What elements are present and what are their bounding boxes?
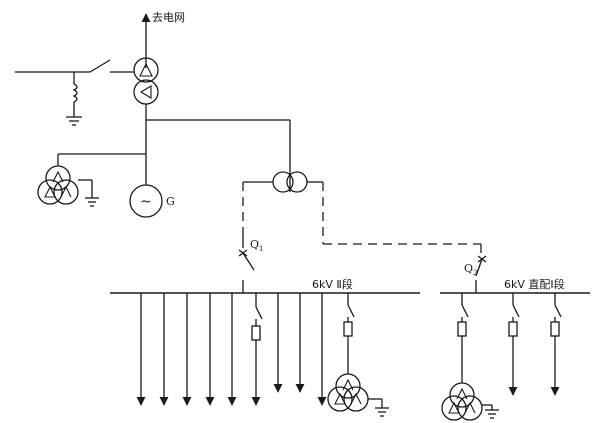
transformer-winding-upper <box>133 57 159 83</box>
breaker-q2: Q2 <box>464 255 487 293</box>
bus-right-label: 6kV 直配Ⅰ段 <box>504 277 565 291</box>
q2-label: Q2 <box>464 262 478 277</box>
generator-label: G <box>166 195 175 208</box>
breaker-blade <box>242 252 255 271</box>
split-reactor <box>243 171 323 193</box>
aux-winding-top <box>449 382 475 408</box>
left-feeder <box>15 59 134 126</box>
breaker-q1: Q1 <box>238 232 264 293</box>
aux-winding-right <box>343 386 369 412</box>
fuse-icon <box>457 321 467 337</box>
delta-symbol <box>334 392 346 405</box>
aux-winding-left <box>327 386 353 412</box>
fused-feeder-left <box>251 293 263 406</box>
aux-winding-top <box>335 373 361 399</box>
generator-circle <box>129 184 163 218</box>
delta-symbol <box>139 85 152 99</box>
transformer-winding-lower <box>133 79 159 105</box>
fuse-icon <box>550 321 560 337</box>
right-bus-feeders <box>441 293 562 421</box>
main-transformer <box>133 57 159 154</box>
aux-transformer-feeder <box>327 293 389 417</box>
disconnector-blade <box>554 304 562 318</box>
aux-winding-right <box>457 395 483 421</box>
disconnector-blade <box>461 304 469 318</box>
aux-winding-right <box>53 179 79 205</box>
grid-connection: 去电网 <box>141 11 185 68</box>
left-bus-feeders <box>136 293 327 406</box>
disconnector-blade <box>347 304 355 318</box>
tap-connection <box>146 119 291 172</box>
cable-runs <box>242 182 482 258</box>
q1-label: Q1 <box>250 238 264 253</box>
generator-symbol: ~ <box>140 194 152 210</box>
delta-symbol <box>44 185 56 198</box>
disconnector-blade <box>89 59 111 73</box>
aux-winding-top <box>45 165 71 191</box>
fuse-icon <box>343 321 353 337</box>
delta-symbol <box>448 401 460 414</box>
aux-winding-left <box>441 395 467 421</box>
breaker-blade <box>475 258 483 277</box>
generator-branch: ~ G <box>58 153 175 218</box>
fuse-icon <box>508 321 518 337</box>
fuse-icon <box>251 325 261 341</box>
bus-left-label: 6kV Ⅱ段 <box>312 277 353 291</box>
disconnector-blade <box>255 306 263 320</box>
auxiliary-transformer-left <box>37 154 99 207</box>
reactor-coil <box>72 83 78 103</box>
aux-winding-left <box>37 179 63 205</box>
to-grid-label: 去电网 <box>152 11 185 24</box>
delta-symbol <box>139 62 153 77</box>
busbars: 6kV Ⅱ段 6kV 直配Ⅰ段 <box>110 277 590 294</box>
disconnector-blade <box>512 304 520 318</box>
